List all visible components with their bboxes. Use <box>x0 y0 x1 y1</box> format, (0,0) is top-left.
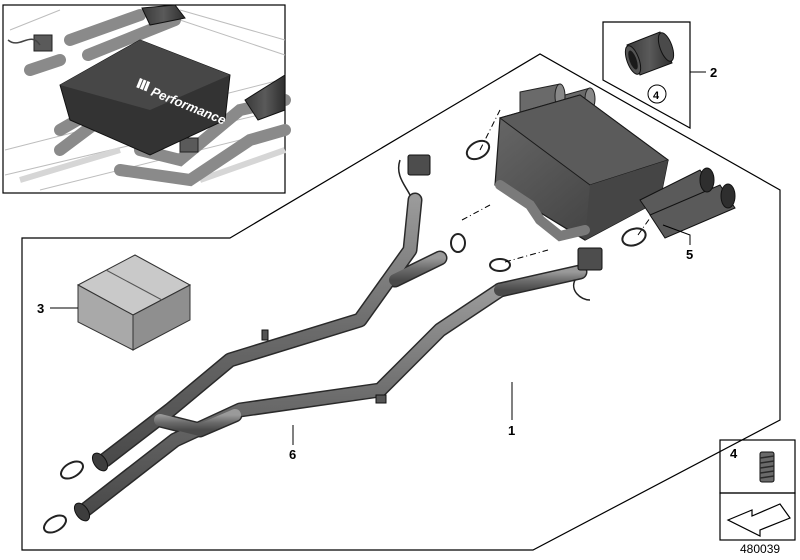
inset-actuator-icon <box>33 34 199 153</box>
exhaust-system-icon <box>73 192 588 522</box>
kit-frame <box>21 53 781 551</box>
callout-4-tip: 4 <box>653 90 660 102</box>
callout-5: 5 <box>686 247 693 262</box>
tailpipe-tip-icon <box>624 31 675 76</box>
callout-4-legend: 4 <box>730 446 738 461</box>
front-clamp-icon <box>43 460 84 534</box>
callout-6: 6 <box>289 447 296 462</box>
inset-muffler-icon: Performance <box>59 39 231 156</box>
tip-frame <box>602 21 691 130</box>
m-stripes-icon <box>136 78 151 92</box>
flap-actuator-icon <box>407 154 603 271</box>
callout-1: 1 <box>508 423 515 438</box>
callout-leaders <box>50 71 706 445</box>
clamp-icon <box>450 139 647 272</box>
installed-view-inset: Performance <box>2 4 291 194</box>
callout-4-circle <box>647 84 667 104</box>
document-number: 480039 <box>740 542 780 556</box>
screw-plug-icon <box>759 451 775 483</box>
arrow-mark-icon <box>726 503 791 537</box>
callout-2: 2 <box>710 65 717 80</box>
legend-box: 4 <box>719 439 796 541</box>
rear-muffler-icon <box>494 83 736 242</box>
package-box-icon <box>76 254 192 351</box>
callout-3: 3 <box>37 301 44 316</box>
